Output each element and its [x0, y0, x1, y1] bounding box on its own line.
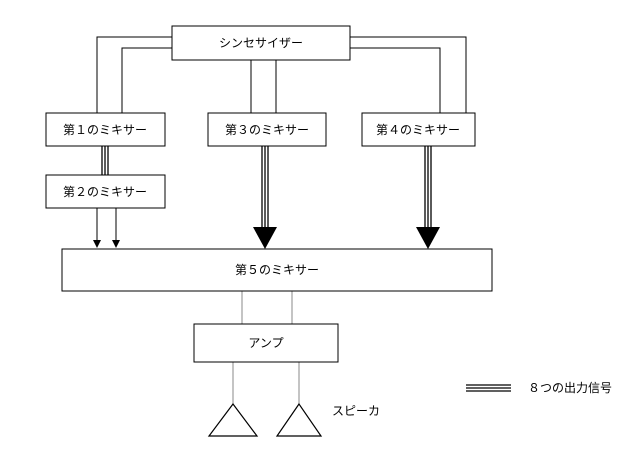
synth-to-mixer4-connector — [350, 36, 467, 113]
mixer1-to-mixer2-bus — [101, 146, 109, 175]
mixer4-node: 第４のミキサー — [361, 112, 476, 147]
mixer4-to-mixer5-bus — [416, 146, 440, 249]
synth-to-mixer3-connector — [250, 60, 277, 113]
mixer5-node: 第５のミキサー — [61, 248, 493, 292]
mixer1-node: 第１のミキサー — [45, 112, 166, 147]
mixer5-label: 第５のミキサー — [235, 263, 319, 277]
amp-to-speakers-connector — [232, 362, 300, 404]
speaker-label: スピーカ — [332, 404, 380, 418]
mixer2-to-mixer5-arrows — [93, 208, 120, 248]
legend-label: ８つの出力信号 — [528, 381, 612, 395]
synth-to-mixer1-connector — [96, 36, 172, 113]
speaker-left-icon — [207, 403, 259, 437]
amp-node: アンプ — [193, 323, 339, 363]
mixer3-to-mixer5-bus — [253, 146, 277, 249]
mixer4-label: 第４のミキサー — [376, 123, 460, 137]
mixer2-node: 第２のミキサー — [45, 174, 166, 209]
mixer5-to-amp-connector — [241, 291, 293, 324]
amp-label: アンプ — [248, 336, 283, 350]
legend: ８つの出力信号 — [466, 381, 612, 395]
mixer2-label: 第２のミキサー — [63, 185, 147, 199]
mixer3-label: 第３のミキサー — [225, 123, 309, 137]
synthesizer-node: シンセサイザー — [171, 25, 351, 61]
mixer3-node: 第３のミキサー — [207, 112, 327, 147]
speaker-right-icon — [275, 402, 323, 437]
legend-bus-symbol — [466, 384, 511, 392]
synthesizer-label: シンセサイザー — [219, 36, 303, 50]
mixer1-label: 第１のミキサー — [63, 123, 147, 137]
